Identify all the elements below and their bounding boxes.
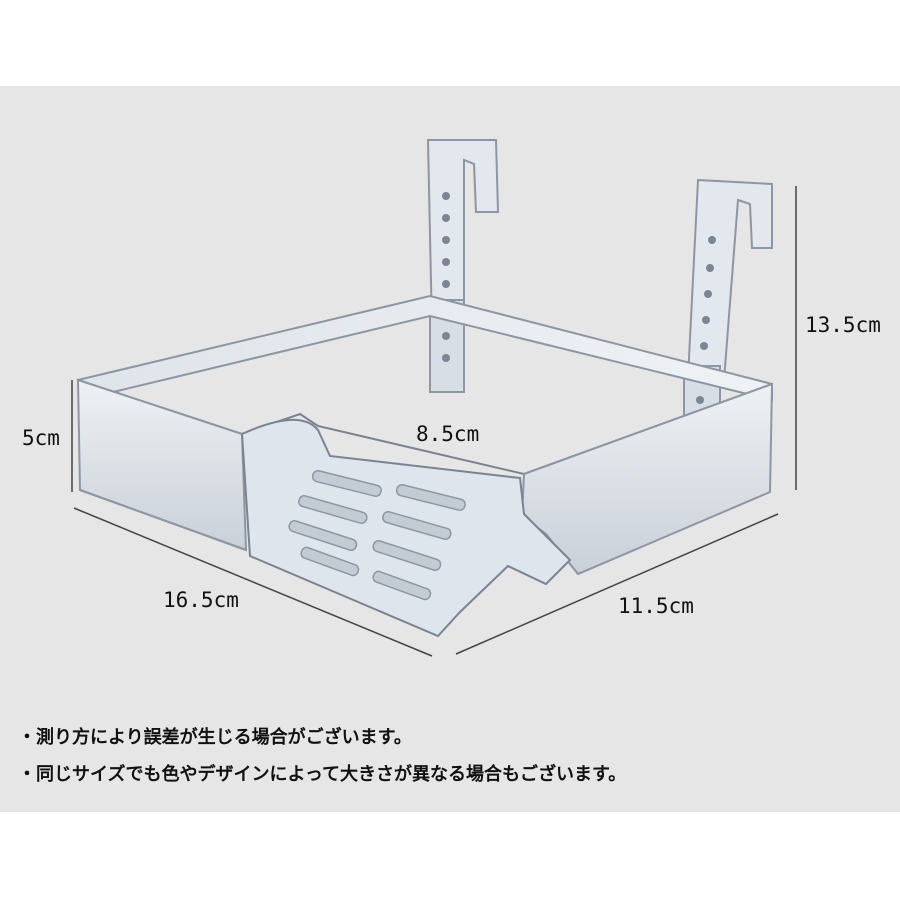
tray-back-wall	[76, 294, 773, 402]
note-measurement-error: ・測り方により誤差が生じる場合がございます。	[18, 727, 412, 748]
acrylic-tray	[76, 294, 774, 576]
inner-width-label: 8.5cm	[416, 422, 480, 446]
height-box-label: 5cm	[22, 426, 60, 450]
tray-right-wall	[520, 382, 774, 576]
length-line	[73, 507, 433, 657]
depth-label: 11.5cm	[618, 594, 694, 618]
left-hanging-bracket	[426, 139, 500, 393]
height-total-label: 13.5cm	[805, 313, 881, 337]
ramp-grip-slots	[288, 469, 466, 601]
ramp	[240, 419, 572, 638]
dimension-lines	[71, 186, 797, 657]
depth-line	[455, 513, 779, 655]
length-label: 16.5cm	[163, 588, 239, 612]
tray-floor-edge	[79, 489, 247, 551]
note-size-variation: ・同じサイズでも色やデザインによって大きさが異なる場合もございます。	[18, 764, 627, 785]
tray-left-wall	[76, 378, 248, 552]
